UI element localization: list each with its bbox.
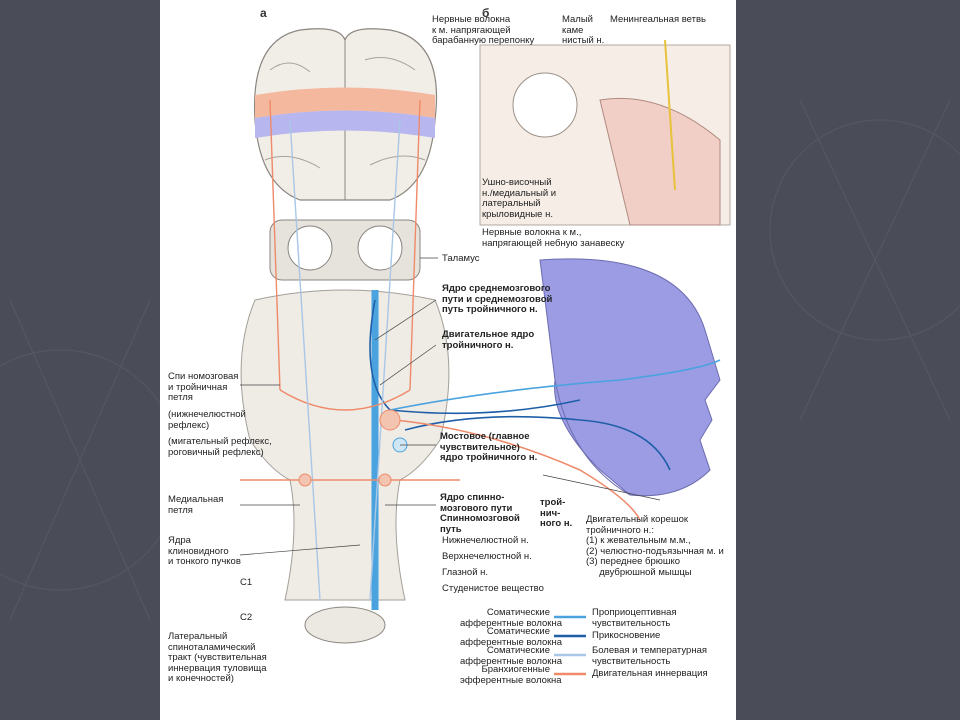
legend-meaning-2: Болевая и температурная чувствительность [592,645,707,667]
brainstem [240,289,450,644]
label-mandibular: Нижнечелюстной н. [442,535,529,546]
label-motor-root: Двигательный корешок тройничного н.: (1)… [586,514,724,578]
diagram-panel: а б Нервные волокна к м. напрягающей бар… [160,0,736,720]
legend-meaning-1: Прикосновение [592,630,661,641]
label-meningeal-branch: Менингеальная ветвь [610,14,706,25]
label-c1: C1 [240,577,253,588]
legend-fiber-3: Бранхиогенные эфферентные волокна [460,664,562,686]
label-pontine-nucleus: Мостовое (главное чувствительное) ядро т… [440,431,538,463]
panel-letter-b: б [482,6,490,20]
thalamus [269,219,421,281]
legend-fiber-1: Соматические афферентные волокна [460,626,562,648]
label-mesencephalic-nucleus: Ядро среднемозгового пути и среднемозгов… [442,283,553,315]
trigeminal-illustration [239,28,731,676]
legend-swatches [554,615,586,676]
label-blink-reflex: (мигательный рефлекс, роговичный рефлекс… [168,436,272,458]
label-nerve-fibers-palate: Нервные волокна к м., напрягающей небную… [482,227,625,249]
pathways [240,99,721,610]
label-spinothalamic-loop: Спи номозговая и тройничная петля [168,371,239,403]
label-lateral-tract: Латеральный спиноталамический тракт (чув… [168,631,267,684]
label-motor-nucleus: Двигательное ядро тройничного н. [442,329,535,351]
face-profile [539,258,721,497]
legend-fiber-2: Соматические афферентные волокна [460,645,562,667]
leader-lines [239,257,661,556]
ear-inset [479,39,731,226]
legend-fiber-0: Соматические афферентные волокна [460,607,562,629]
panel-letter-a: а [260,6,267,20]
label-ophthalmic: Глазной н. [442,567,489,578]
label-jaw-reflex: (нижнечелюстной рефлекс) [168,409,246,431]
label-nerve-fibers-tympani: Нервные волокна к м. напрягающей барабан… [432,14,535,46]
label-auriculotemporal: Ушно-височный н./медиальный и латеральны… [482,177,557,220]
cerebrum [253,28,438,201]
label-trigeminal-bracket: трой- нич- ного н. [540,497,573,529]
label-nuclei-gracile: Ядра клиновидного и тонкого пучков [168,535,241,567]
legend-meaning-3: Двигательная иннервация [592,668,708,679]
label-spinal-nucleus: Ядро спинно- мозгового пути Спинномозгов… [440,492,520,535]
legend-meaning-0: Проприоцептивная чувствительность [592,607,677,629]
label-c2: C2 [240,612,253,623]
label-thalamus: Таламус [442,253,480,264]
label-maxillary: Верхнечелюстной н. [442,551,532,562]
label-lesser-petrosal: Малый каме нистый н. [562,14,605,46]
label-gelatinous: Студенистое вещество [442,583,544,594]
label-medial-lemniscus: Медиальная петля [168,494,224,516]
